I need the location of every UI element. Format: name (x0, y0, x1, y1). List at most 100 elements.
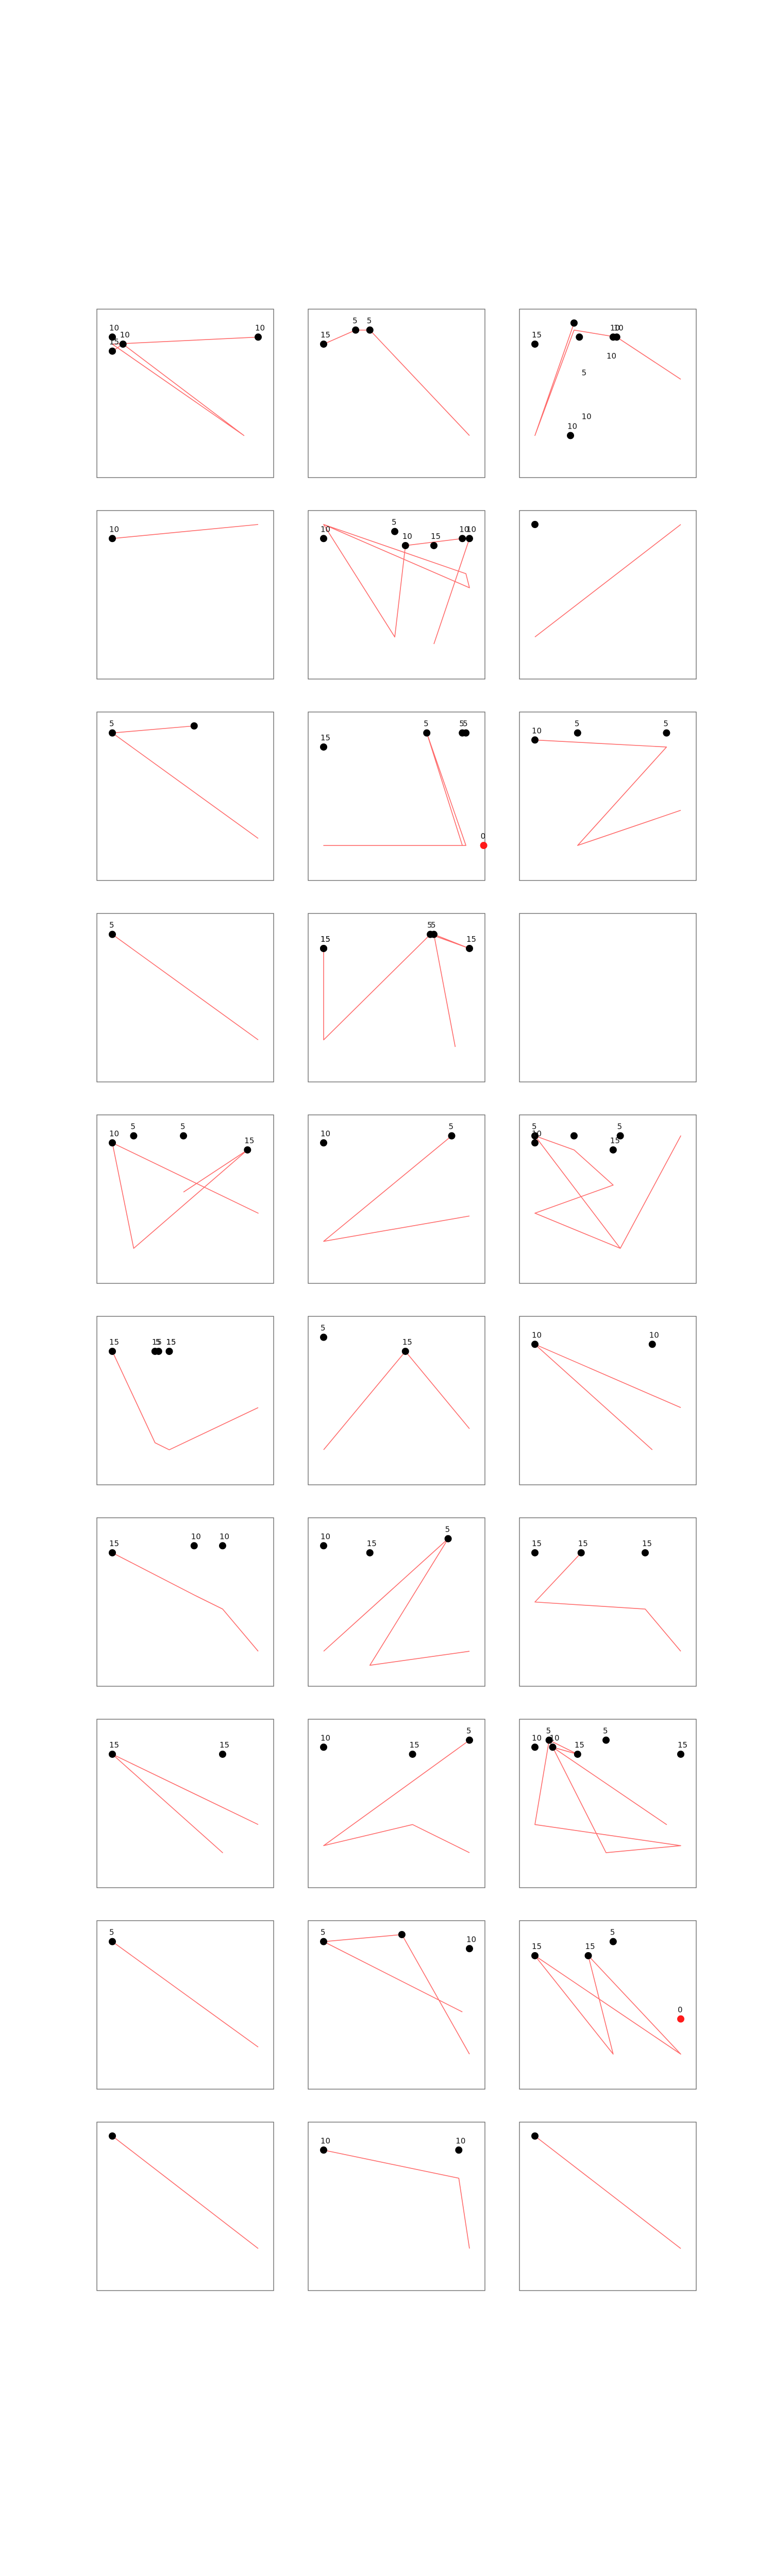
point-label: 15 (166, 1337, 176, 1347)
panel-frame (308, 510, 485, 680)
point (584, 1952, 592, 1959)
point (444, 1535, 452, 1543)
point-label: 15 (610, 1136, 620, 1145)
point (663, 729, 670, 737)
point (570, 1132, 578, 1140)
point-label: 5 (427, 921, 432, 930)
point (677, 1750, 684, 1758)
point-label: 0 (481, 832, 486, 841)
point (462, 729, 470, 737)
point (570, 319, 578, 327)
point (244, 1146, 251, 1154)
point-label: 15 (109, 337, 119, 347)
point (466, 535, 473, 543)
point-label: 15 (244, 1136, 254, 1145)
point-label: 10 (109, 524, 119, 534)
path-line (112, 1941, 259, 2048)
panel-frame (519, 510, 697, 680)
path-line (323, 329, 470, 436)
panel: 5 (96, 1920, 274, 2090)
panel-frame (308, 1316, 485, 1485)
panel-frame (96, 510, 274, 680)
point (455, 2146, 463, 2154)
point (366, 326, 374, 334)
panel-frame (308, 309, 485, 478)
point-label: 5 (321, 1324, 326, 1333)
point (130, 1132, 138, 1140)
point-label: 5 (109, 719, 114, 728)
point-label: 15 (367, 1539, 377, 1548)
point-label: 5 (367, 316, 372, 326)
path-line (112, 1351, 259, 1450)
point (648, 1341, 656, 1348)
panel: 510 (308, 1920, 485, 2090)
point (320, 1938, 327, 1945)
point (531, 1341, 539, 1348)
path-line (534, 323, 681, 436)
panel-frame (519, 309, 697, 478)
point-label: 5 (603, 1726, 608, 1736)
point (219, 1542, 226, 1550)
panel-frame (96, 711, 274, 881)
point-label: 5 (663, 719, 668, 728)
point (409, 1750, 416, 1758)
point (531, 1132, 539, 1140)
path-line (112, 1552, 259, 1652)
path-line (534, 1739, 681, 1853)
path-line (112, 1142, 259, 1249)
point-label: 10 (466, 524, 476, 534)
point (109, 2132, 116, 2140)
point-label: 10 (532, 1129, 542, 1138)
point-label: 15 (585, 1942, 595, 1951)
point (459, 535, 466, 543)
point (641, 1549, 649, 1556)
point-label: 10 (255, 323, 265, 332)
point (109, 535, 116, 543)
point (109, 1938, 116, 1945)
panel: 10 (96, 510, 274, 680)
point (423, 729, 431, 737)
point (320, 1333, 327, 1341)
point (567, 432, 575, 439)
panel-frame (519, 913, 697, 1082)
point (320, 1542, 327, 1550)
point-label: 15 (532, 1539, 542, 1548)
point-label: 15 (166, 1337, 176, 1347)
point-label: 15 (575, 1740, 584, 1750)
point-label: 10 (567, 421, 577, 431)
point (613, 333, 620, 341)
point-label: 10 (582, 412, 592, 421)
point-label: 5 (617, 1122, 623, 1131)
point-label: 10 (321, 1733, 330, 1742)
point-label: 5 (575, 719, 580, 728)
panel: 5 (96, 913, 274, 1082)
panel (519, 913, 697, 1082)
point (574, 1750, 581, 1758)
point (531, 1952, 539, 1959)
path-line (112, 1754, 259, 1853)
panel-frame (519, 1114, 697, 1284)
point-label: 10 (321, 1129, 330, 1138)
point-label: 5 (466, 1726, 472, 1736)
point-label: 5 (546, 1726, 551, 1736)
point (466, 1945, 473, 1953)
point-label: 15 (431, 532, 441, 541)
point-label: 10 (220, 1532, 229, 1541)
point-label: 15 (109, 1740, 119, 1750)
point-label: 10 (532, 726, 542, 735)
point-label: 5 (109, 1928, 114, 1937)
point (531, 1139, 539, 1147)
panel-frame (96, 309, 274, 478)
point (398, 1931, 406, 1938)
point-label: 15 (321, 935, 330, 944)
point (352, 326, 360, 334)
point-label: 15 (109, 1337, 119, 1347)
point-label: 0 (678, 2005, 683, 2014)
point (448, 1132, 456, 1140)
point-label: 5 (321, 1928, 326, 1937)
